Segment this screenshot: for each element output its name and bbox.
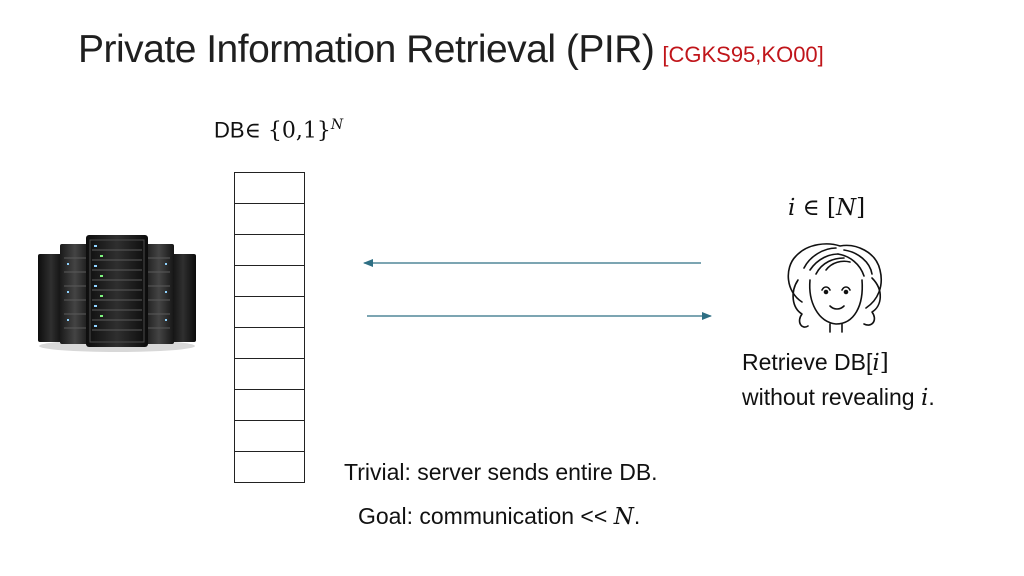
db-label: DB∈ {0,1}N bbox=[214, 117, 343, 143]
without-var: i bbox=[921, 385, 929, 411]
client-goal-text: Retrieve DB[i] without revealing i. bbox=[742, 345, 935, 415]
citation: [CGKS95,KO00] bbox=[662, 42, 824, 67]
db-label-prefix: DB bbox=[214, 117, 245, 143]
index-N: N bbox=[835, 195, 857, 221]
db-cell bbox=[234, 265, 305, 297]
database-array bbox=[234, 172, 305, 483]
goal-text: Goal: communication << bbox=[358, 503, 614, 529]
db-row bbox=[234, 451, 305, 483]
index-rest: ∈ [ bbox=[795, 195, 836, 221]
goal-var: N bbox=[613, 504, 634, 530]
index-var: i bbox=[788, 195, 796, 221]
goal-end: . bbox=[633, 503, 641, 529]
client-index-label: i ∈ [N] bbox=[788, 194, 865, 221]
title-row: Private Information Retrieval (PIR) [CGKS… bbox=[78, 28, 824, 72]
without-line: without revealing i. bbox=[742, 380, 935, 415]
index-close: ] bbox=[856, 195, 866, 221]
db-row bbox=[234, 265, 305, 297]
retrieve-close: ] bbox=[879, 350, 889, 376]
retrieve-line: Retrieve DB[i] bbox=[742, 345, 935, 380]
without-end: . bbox=[928, 384, 935, 410]
retrieve-var: i bbox=[872, 350, 880, 376]
goal-note: Goal: communication << N. bbox=[358, 503, 640, 530]
without-text: without revealing bbox=[742, 384, 921, 410]
db-cell bbox=[234, 451, 305, 483]
retrieve-text: Retrieve DB[ bbox=[742, 349, 873, 375]
db-cell bbox=[234, 420, 305, 452]
girl-face-icon bbox=[787, 243, 882, 333]
db-label-set: {0,1} bbox=[260, 118, 331, 144]
db-row bbox=[234, 420, 305, 452]
server-rack-icon bbox=[38, 235, 196, 352]
db-label-in-symbol: ∈ bbox=[244, 118, 261, 144]
db-label-exponent: N bbox=[330, 117, 344, 133]
trivial-note: Trivial: server sends entire DB. bbox=[344, 459, 658, 485]
slide-title: Private Information Retrieval (PIR) bbox=[78, 28, 655, 71]
